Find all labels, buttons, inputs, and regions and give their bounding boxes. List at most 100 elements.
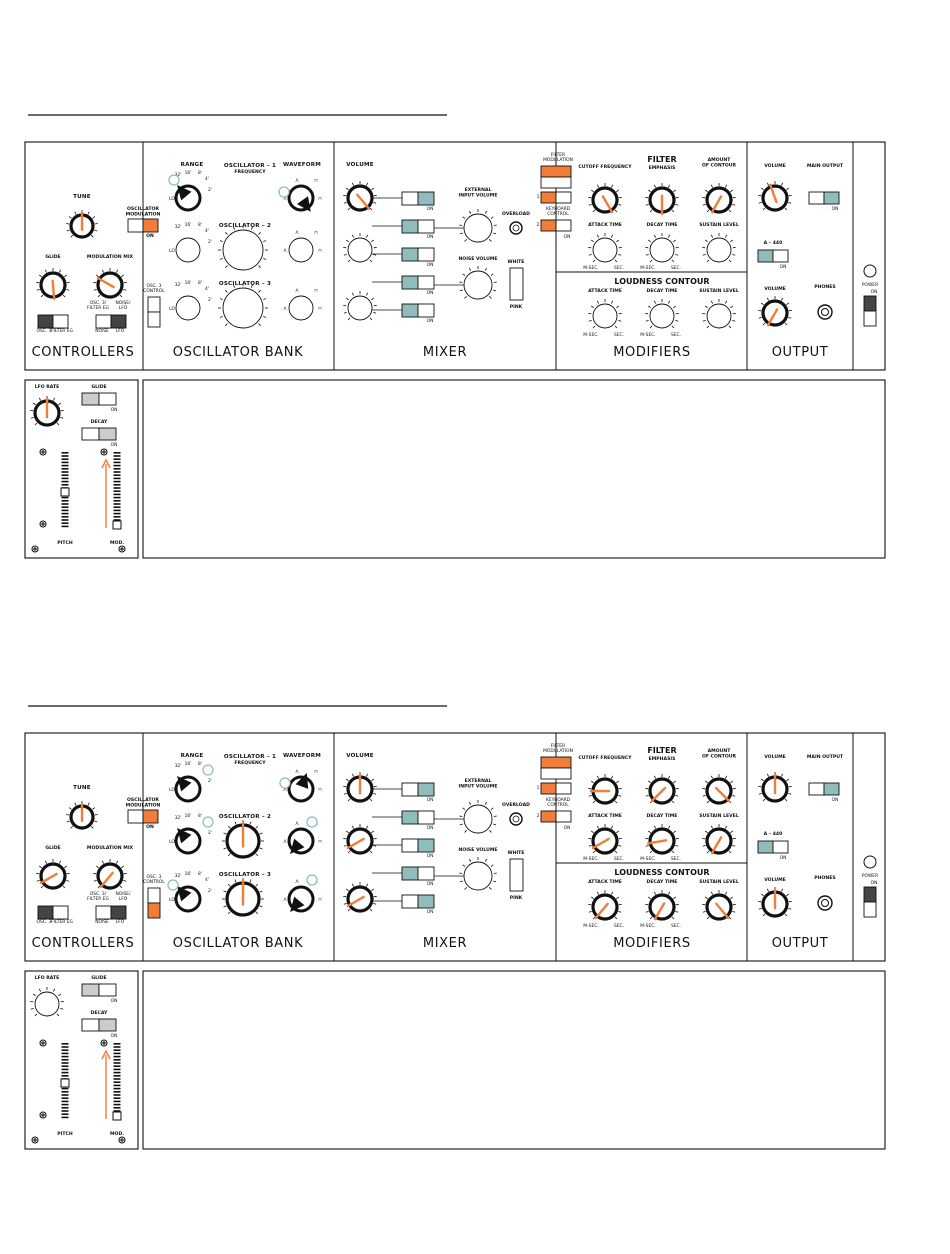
knob-tick xyxy=(343,253,347,256)
osc3-control-switch[interactable] xyxy=(147,887,161,919)
phones-volume-knob[interactable] xyxy=(758,296,792,327)
noise-lfo-switch[interactable] xyxy=(95,905,127,920)
noise-lfo-switch[interactable] xyxy=(95,314,127,329)
emphasis-knob[interactable] xyxy=(645,183,679,216)
mod-wheel[interactable] xyxy=(113,452,121,528)
main-output-switch[interactable] xyxy=(808,782,840,796)
glide-switch[interactable] xyxy=(81,983,117,997)
glide-knob[interactable] xyxy=(36,859,70,890)
mod-mix-knob[interactable] xyxy=(93,268,127,299)
osc-mod-switch[interactable] xyxy=(127,809,159,824)
knob-tick xyxy=(87,802,90,806)
decay-switch[interactable] xyxy=(81,1018,117,1032)
osc3-frequency-knob[interactable] xyxy=(218,283,268,329)
cutoff-frequency-knob[interactable] xyxy=(588,183,622,214)
mixer-on-switch[interactable] xyxy=(401,838,435,853)
range-selector[interactable] xyxy=(174,184,202,212)
mixer-on-switch[interactable] xyxy=(401,219,435,234)
mixer-on-switch[interactable] xyxy=(401,247,435,262)
main-volume-knob[interactable] xyxy=(758,181,792,212)
tune-knob[interactable] xyxy=(66,801,98,830)
loudness-decay-knob[interactable] xyxy=(645,299,679,329)
knob-tick xyxy=(459,823,463,826)
mixer-on-switch[interactable] xyxy=(401,275,435,290)
switch-right xyxy=(823,191,840,205)
glide-knob[interactable] xyxy=(36,268,70,301)
main-volume-knob[interactable] xyxy=(758,772,792,803)
mixer-volume-knob[interactable] xyxy=(343,824,377,855)
wheel-rib xyxy=(113,1084,121,1087)
mixer-volume-knob[interactable] xyxy=(343,882,377,913)
knob-tick xyxy=(493,289,497,292)
keyboard-control-1-switch[interactable] xyxy=(540,191,572,204)
osc2-frequency-knob[interactable] xyxy=(222,820,264,859)
loudness-sustain-knob[interactable] xyxy=(702,890,736,921)
waveform-selector[interactable] xyxy=(287,885,315,913)
noise-volume-knob[interactable] xyxy=(459,266,497,300)
mixer-on-switch[interactable] xyxy=(401,191,435,206)
mixer-on-switch[interactable] xyxy=(401,303,435,318)
filter-attack-knob[interactable] xyxy=(588,824,622,855)
osc3-filter-eg-switch[interactable] xyxy=(37,905,69,920)
loudness-decay-knob[interactable] xyxy=(645,890,679,921)
keyboard-control-2-switch[interactable] xyxy=(540,219,572,232)
filter-decay-knob[interactable] xyxy=(645,233,679,263)
waveform-selector[interactable] xyxy=(287,184,315,212)
filter-modulation-switch[interactable] xyxy=(540,756,572,780)
waveform-selector[interactable] xyxy=(287,827,315,855)
range-selector[interactable] xyxy=(174,827,202,855)
filter-modulation-switch[interactable] xyxy=(540,165,572,189)
main-output-label: MAIN OUTPUT xyxy=(807,163,844,169)
knob-tick xyxy=(263,240,267,242)
switch-right xyxy=(772,249,789,263)
wheel-rib xyxy=(61,1100,69,1103)
loudness-sustain-knob[interactable] xyxy=(702,299,736,329)
filter-decay-knob[interactable] xyxy=(645,824,679,855)
keyboard-control-1-switch[interactable] xyxy=(540,782,572,795)
a440-switch[interactable] xyxy=(757,249,789,263)
mixer-on-switch[interactable] xyxy=(401,894,435,909)
power-switch[interactable] xyxy=(863,295,877,327)
mixer-on-switch[interactable] xyxy=(401,866,435,881)
loudness-attack-knob[interactable] xyxy=(588,299,622,329)
mixer-volume-knob[interactable] xyxy=(343,233,377,263)
switch-right xyxy=(417,191,435,206)
knob-tick xyxy=(225,232,228,235)
loudness-attack-knob[interactable] xyxy=(588,890,622,921)
glide-switch[interactable] xyxy=(81,392,117,406)
cutoff-frequency-knob[interactable] xyxy=(588,774,622,805)
msec-label: M-SEC. xyxy=(640,856,655,862)
amount-of-contour-knob[interactable] xyxy=(702,183,736,214)
range-selector[interactable] xyxy=(174,775,202,803)
power-switch[interactable] xyxy=(863,886,877,918)
osc-mod-switch[interactable] xyxy=(127,218,159,233)
phones-volume-knob[interactable] xyxy=(758,887,792,918)
knob-tick xyxy=(592,325,596,329)
lfo-rate-knob[interactable] xyxy=(30,396,64,427)
decay-switch[interactable] xyxy=(81,427,117,441)
tune-knob[interactable] xyxy=(66,210,98,239)
a440-switch[interactable] xyxy=(757,840,789,854)
waveform-selector[interactable] xyxy=(287,773,315,803)
osc3-control-switch[interactable] xyxy=(147,296,161,328)
emphasis-knob[interactable] xyxy=(645,774,679,805)
lfo-rate-knob[interactable] xyxy=(30,987,64,1017)
knob-tick xyxy=(66,288,70,291)
mod-wheel[interactable] xyxy=(113,1043,121,1119)
osc2-frequency-knob[interactable] xyxy=(218,225,268,271)
mixer-on-switch[interactable] xyxy=(401,810,435,825)
mixer-on-switch[interactable] xyxy=(401,782,435,797)
filter-sustain-knob[interactable] xyxy=(702,233,736,263)
amount-of-contour-knob[interactable] xyxy=(702,774,736,805)
osc3-frequency-knob[interactable] xyxy=(222,878,264,917)
main-output-switch[interactable] xyxy=(808,191,840,205)
filter-sustain-knob[interactable] xyxy=(702,824,736,855)
range-selector[interactable] xyxy=(174,885,202,913)
mod-mix-knob[interactable] xyxy=(93,859,127,890)
mixer-volume-knob[interactable] xyxy=(343,181,377,212)
filter-attack-knob[interactable] xyxy=(588,233,622,263)
knob-tick xyxy=(56,1013,60,1017)
keyboard-control-2-switch[interactable] xyxy=(540,810,572,823)
osc3-filter-eg-switch[interactable] xyxy=(37,314,69,329)
mixer-volume-knob[interactable] xyxy=(343,291,377,321)
